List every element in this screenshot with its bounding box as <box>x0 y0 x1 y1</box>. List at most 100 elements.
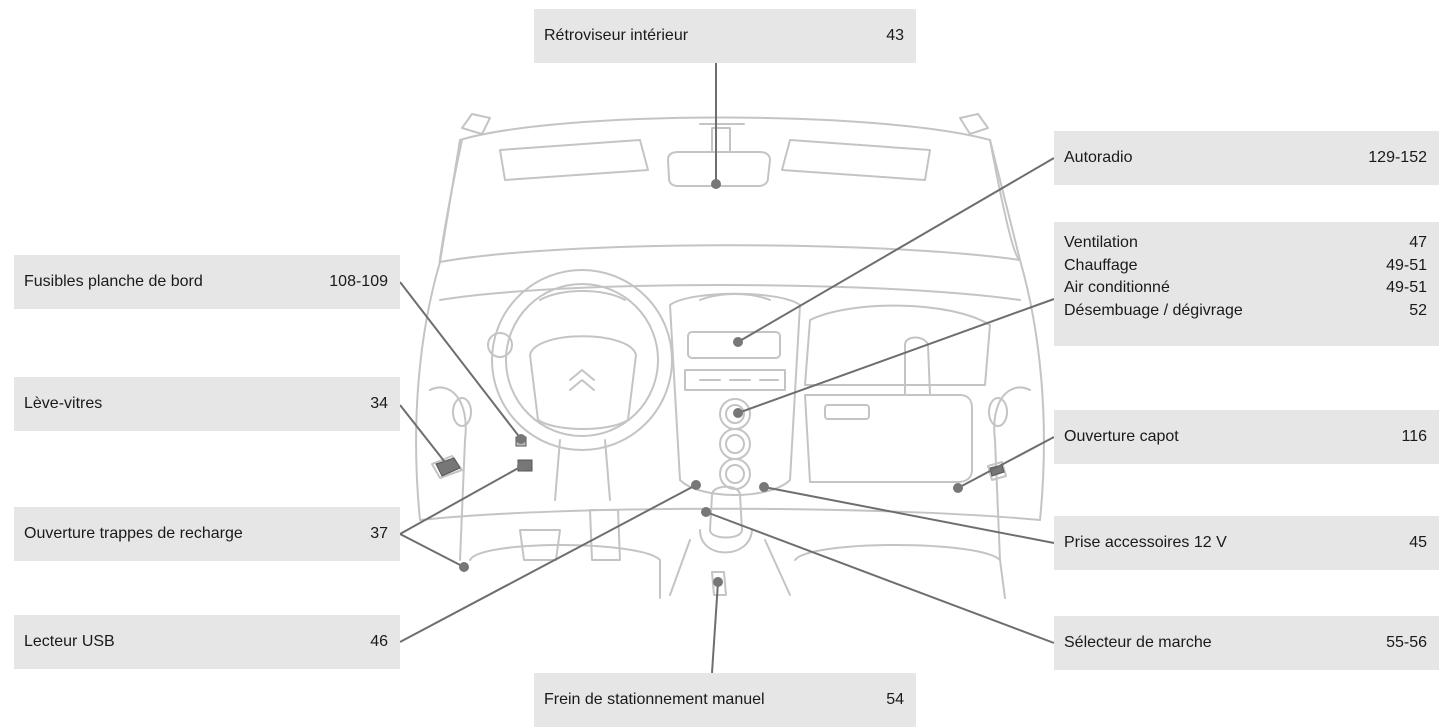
label-text: Air conditionné <box>1064 279 1170 297</box>
leader-trappes-2 <box>399 533 465 568</box>
label-page: 116 <box>1401 428 1427 445</box>
top-vent <box>699 293 771 301</box>
label-page: 52 <box>1409 301 1427 319</box>
pillar-inner-left <box>438 139 463 264</box>
label-page: 55-56 <box>1386 634 1427 651</box>
dashboard-lower-edge <box>419 507 1041 521</box>
steering-wheel-logo <box>569 369 595 391</box>
leader-ventilation <box>737 298 1055 414</box>
sun-visor-right <box>781 139 931 181</box>
label-fusibles: Fusibles planche de bord 108-109 <box>14 255 400 309</box>
label-text: Sélecteur de marche <box>1064 634 1212 651</box>
pillar-inner-right <box>989 139 1021 261</box>
leader-autoradio <box>737 157 1055 343</box>
hood-release <box>987 461 1007 481</box>
label-text: Lecteur USB <box>24 633 115 650</box>
label-usb: Lecteur USB 46 <box>14 615 400 669</box>
knob-bottom <box>719 458 751 490</box>
chauffage-row: Chauffage 49-51 <box>1064 255 1427 278</box>
glovebox <box>804 394 973 483</box>
desembuage-row: Désembuage / dégivrage 52 <box>1064 300 1427 323</box>
label-text: Prise accessoires 12 V <box>1064 534 1227 551</box>
label-page: 46 <box>370 633 388 650</box>
label-prise: Prise accessoires 12 V 45 <box>1054 516 1439 570</box>
label-page: 43 <box>886 27 904 44</box>
label-text: Lève-vitres <box>24 395 103 412</box>
sun-visor-left <box>499 139 649 181</box>
dot-trappes-2 <box>459 562 469 572</box>
label-ventilation-group: Ventilation 47 Chauffage 49-51 Air condi… <box>1054 222 1439 346</box>
label-page: 47 <box>1409 234 1427 252</box>
label-selecteur: Sélecteur de marche 55-56 <box>1054 616 1439 670</box>
door-speaker-right <box>988 397 1008 427</box>
dot-trappes-1 <box>517 461 527 471</box>
gear-boot <box>699 529 753 554</box>
leader-frein <box>711 581 719 674</box>
dot-frein <box>713 577 723 587</box>
seat-right <box>794 544 1006 599</box>
label-trappes: Ouverture trappes de recharge 37 <box>14 507 400 561</box>
label-retroviseur: Rétroviseur intérieur 43 <box>534 9 916 63</box>
air-conditionne-row: Air conditionné 49-51 <box>1064 277 1427 300</box>
label-text: Chauffage <box>1064 256 1138 274</box>
center-tunnel <box>669 539 791 596</box>
label-text: Ouverture capot <box>1064 428 1179 445</box>
knob-middle-inner <box>725 434 745 454</box>
dot-fusibles <box>516 434 526 444</box>
steering-column <box>554 439 611 501</box>
label-frein: Frein de stationnement manuel 54 <box>534 673 916 727</box>
ventilation-row: Ventilation 47 <box>1064 232 1427 255</box>
dot-retroviseur <box>711 179 721 189</box>
label-page: 34 <box>370 395 388 412</box>
radio-screen <box>687 331 781 359</box>
glovebox-handle <box>824 404 870 420</box>
window-switch-left <box>431 455 463 479</box>
label-page: 49-51 <box>1386 279 1427 297</box>
label-page: 49-51 <box>1386 256 1427 274</box>
label-page: 108-109 <box>329 273 388 290</box>
dashboard-top <box>439 284 1021 301</box>
steering-wheel-rim-inner <box>505 283 659 437</box>
knob-top-inner <box>725 404 745 424</box>
dot-usb <box>691 480 701 490</box>
dot-leve-vitres <box>443 461 453 471</box>
dot-capot <box>953 483 963 493</box>
leader-prise <box>763 486 1055 544</box>
knob-middle <box>719 428 751 460</box>
car-interior-sketch <box>415 113 1045 599</box>
leader-lines <box>399 63 1055 674</box>
dot-ventilation <box>733 408 743 418</box>
handbrake-lever <box>711 571 727 596</box>
label-capot: Ouverture capot 116 <box>1054 410 1439 464</box>
climate-panel <box>684 369 786 391</box>
label-text: Frein de stationnement manuel <box>544 691 765 708</box>
label-page: 129-152 <box>1368 149 1427 166</box>
leader-trappes-1 <box>399 465 523 535</box>
a-pillar-right <box>1019 259 1045 521</box>
seat-left <box>469 544 661 599</box>
label-text: Désembuage / dégivrage <box>1064 301 1243 319</box>
center-stack <box>669 292 801 496</box>
roof-handle-left <box>461 113 491 135</box>
left-vent <box>487 332 513 358</box>
label-text: Ventilation <box>1064 234 1138 252</box>
dot-prise <box>759 482 769 492</box>
roof-handle-right <box>959 113 989 135</box>
label-page: 37 <box>370 525 388 542</box>
steering-wheel-rim-outer <box>491 269 673 451</box>
callout-dots <box>443 179 963 587</box>
label-text: Autoradio <box>1064 149 1133 166</box>
a-pillar-left <box>415 261 441 521</box>
knob-bottom-inner <box>725 464 745 484</box>
steering-wheel-hub <box>529 335 637 430</box>
label-page: 54 <box>886 691 904 708</box>
leader-leve-vitres <box>399 404 449 467</box>
gear-selector <box>709 485 743 539</box>
rear-view-mirror <box>667 151 771 187</box>
instrument-cluster <box>539 290 626 301</box>
label-page: 45 <box>1409 534 1427 551</box>
leader-selecteur <box>705 511 1055 644</box>
label-leve-vitres: Lève-vitres 34 <box>14 377 400 431</box>
dot-selecteur <box>701 507 711 517</box>
